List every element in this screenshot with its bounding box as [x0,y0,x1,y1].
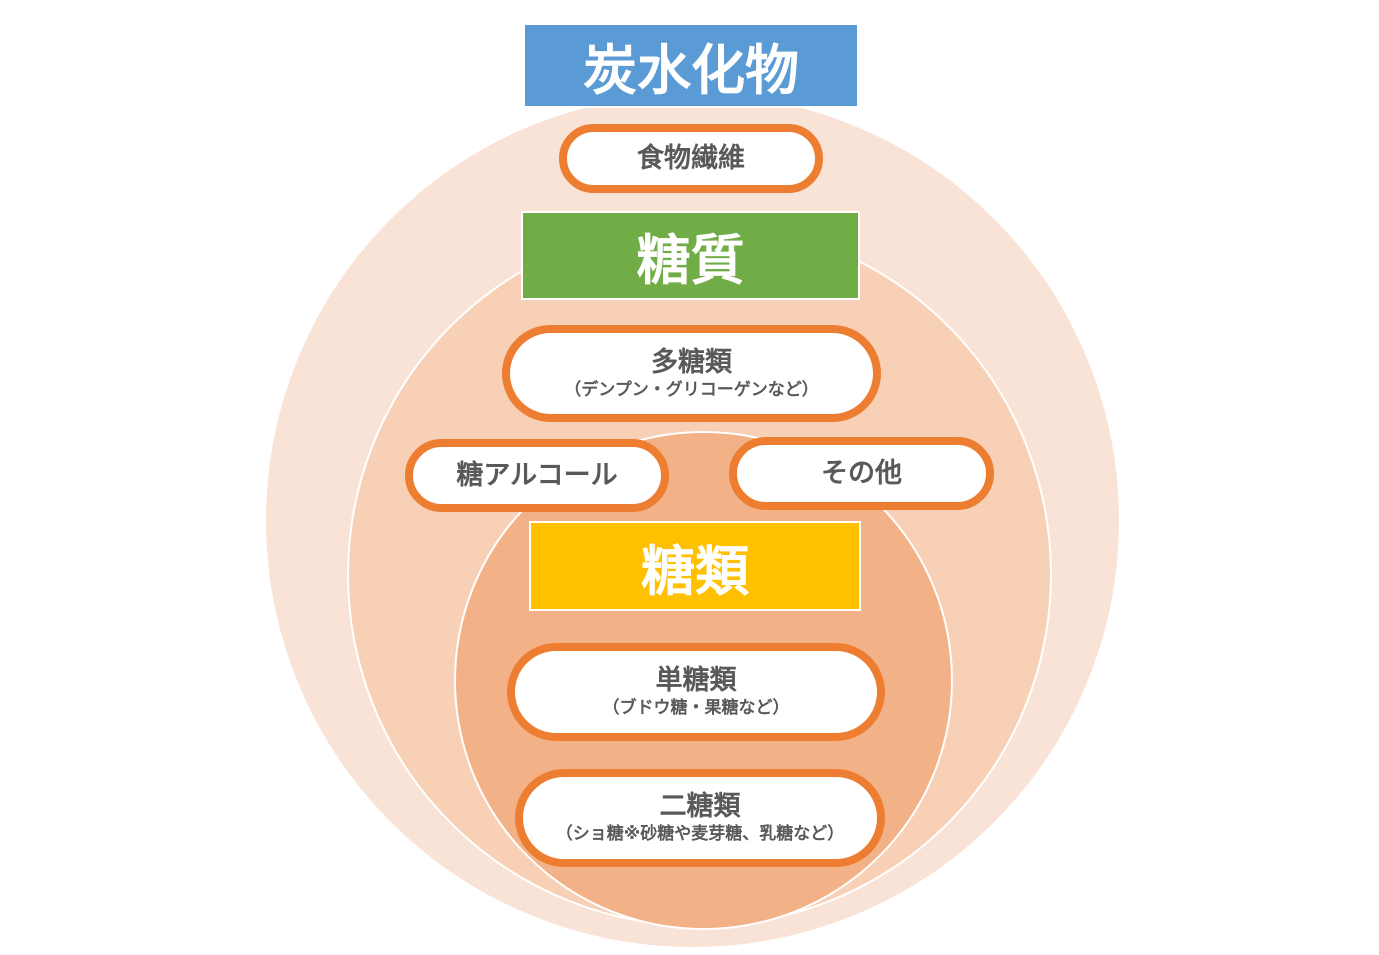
disaccharide-note: （ショ糖※砂糖や麦芽糖、乳糖など） [555,824,845,844]
other-pill: その他 [729,437,994,510]
disaccharide-label: 二糖類 [659,791,741,822]
monosaccharide-pill: 単糖類 （ブドウ糖・果糖など） [507,643,885,741]
polysaccharide-label: 多糖類 [651,346,732,378]
polysaccharide-note: （デンプン・グリコーゲンなど） [564,379,819,400]
sugar-alcohol-pill: 糖アルコール [405,439,669,512]
fiber-label: 食物繊維 [637,142,745,174]
saccharide-title: 糖質 [521,211,860,300]
polysaccharide-pill: 多糖類 （デンプン・グリコーゲンなど） [502,325,881,422]
other-label: その他 [821,457,902,489]
sugar-alcohol-label: 糖アルコール [456,459,618,491]
monosaccharide-label: 単糖類 [655,665,737,696]
disaccharide-pill: 二糖類 （ショ糖※砂糖や麦芽糖、乳糖など） [515,769,885,867]
monosaccharide-note: （ブドウ糖・果糖など） [602,698,790,718]
fiber-pill: 食物繊維 [559,124,823,193]
carbohydrate-title: 炭水化物 [523,23,859,108]
sugar-title: 糖類 [529,521,861,611]
